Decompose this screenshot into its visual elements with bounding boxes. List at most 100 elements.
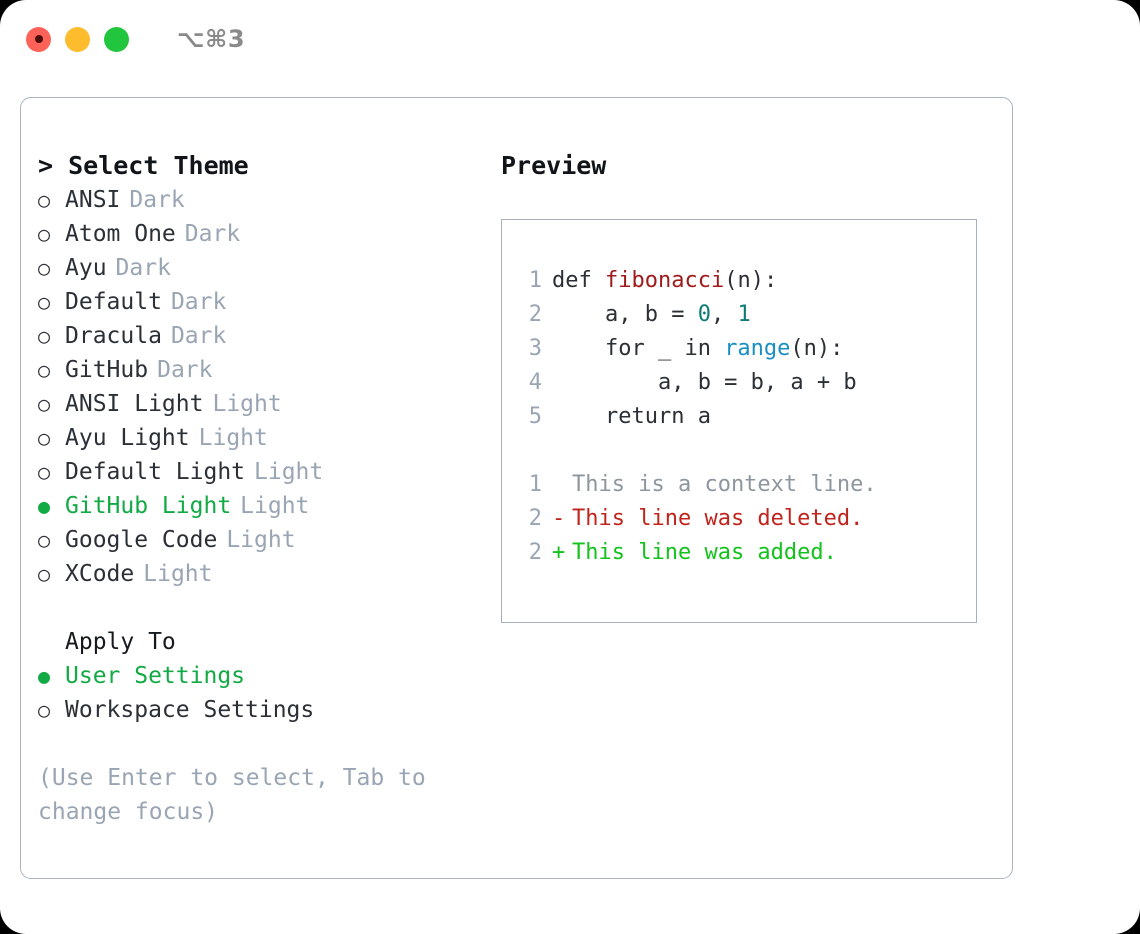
code-token-plain: return a (552, 404, 711, 429)
theme-option-label: GitHub Light (65, 493, 232, 519)
diff-text: This line was deleted. (572, 506, 864, 531)
diff-marker (552, 468, 572, 502)
radio-unselected-icon: ○ (38, 222, 51, 246)
diff-block: 1 This is a context line.2-This line was… (518, 468, 976, 570)
theme-option-label: GitHub (65, 357, 149, 383)
theme-option-label: Dracula (65, 323, 162, 349)
maximize-button-icon[interactable] (104, 26, 129, 52)
radio-unselected-icon: ○ (38, 324, 51, 348)
theme-option[interactable]: ○ GitHub Dark (38, 353, 478, 387)
radio-unselected-icon: ○ (38, 426, 51, 450)
code-line: 5 return a (518, 400, 976, 434)
diff-marker: + (552, 540, 566, 565)
theme-option[interactable]: ○ Default Light Light (38, 455, 478, 489)
theme-option-label: ANSI (65, 187, 121, 213)
select-theme-heading: > Select Theme (38, 151, 249, 180)
apply-to-option-label: User Settings (65, 663, 246, 689)
code-token-plain: (n): (790, 336, 844, 361)
theme-option-tag: Light (226, 527, 296, 553)
code-token-num: 0 (697, 302, 711, 327)
theme-option-tag: Dark (170, 289, 227, 315)
radio-selected-icon: ● (38, 494, 51, 518)
theme-option-label: ANSI Light (65, 391, 204, 417)
radio-unselected-icon: ○ (38, 460, 51, 484)
line-number: 1 (528, 472, 542, 497)
code-token-plain: for _ in (552, 336, 725, 361)
code-token-plain: def (552, 268, 605, 293)
radio-unselected-icon: ○ (38, 392, 51, 416)
diff-line-ctx: 1 This is a context line. (518, 468, 976, 502)
theme-option[interactable]: ○ Dracula Dark (38, 319, 478, 353)
theme-option-tag: Light (212, 391, 282, 417)
apply-to-option-label: Workspace Settings (65, 697, 315, 723)
diff-marker: - (552, 506, 566, 531)
apply-to-option[interactable]: ● User Settings (38, 659, 478, 693)
theme-option-label: Default Light (65, 459, 246, 485)
line-number: 5 (528, 404, 542, 429)
code-token-num: 1 (737, 302, 751, 327)
theme-option[interactable]: ○ Atom One Dark (38, 217, 478, 251)
theme-option-tag: Dark (115, 255, 171, 281)
close-button-icon[interactable] (26, 26, 51, 52)
theme-option-tag: Light (198, 425, 268, 451)
code-token-plain: a, b = (552, 302, 698, 327)
code-diff-spacer (518, 434, 976, 468)
theme-option[interactable]: ○ Ayu Light Light (38, 421, 478, 455)
radio-unselected-icon: ○ (38, 528, 51, 552)
theme-option[interactable]: ○ ANSI Light Light (38, 387, 478, 421)
title-bar: ⌥⌘3 (0, 0, 1140, 78)
keyboard-hint-text: (Use Enter to select, Tab to change focu… (38, 765, 426, 825)
code-line: 2 a, b = 0, 1 (518, 298, 976, 332)
preview-heading: Preview (501, 151, 607, 180)
theme-option[interactable]: ○ Default Dark (38, 285, 478, 319)
diff-line-add: 2+This line was added. (518, 536, 976, 570)
radio-unselected-icon: ○ (38, 562, 51, 586)
diff-text: This is a context line. (572, 472, 877, 497)
window-controls (26, 26, 129, 52)
diff-text: This line was added. (572, 540, 837, 565)
radio-unselected-icon: ○ (38, 290, 51, 314)
theme-option-tag: Light (143, 561, 213, 587)
theme-option-label: Google Code (65, 527, 218, 553)
radio-unselected-icon: ○ (38, 256, 51, 280)
theme-option[interactable]: ○ Ayu Dark (38, 251, 478, 285)
code-token-built: range (724, 336, 791, 361)
apply-to-heading: Apply To (65, 629, 176, 655)
line-number: 3 (528, 336, 542, 361)
theme-option-tag: Dark (170, 323, 227, 349)
line-number: 4 (528, 370, 542, 395)
theme-option-label: Atom One (65, 221, 176, 247)
code-token-plain: (n): (724, 268, 778, 293)
apply-to-option[interactable]: ○Workspace Settings (38, 693, 478, 727)
theme-option-label: Ayu (65, 255, 107, 281)
code-token-plain: a, b = b, a + b (552, 370, 857, 395)
theme-option-label: Default (65, 289, 162, 315)
code-token-plain: , (710, 302, 738, 327)
radio-unselected-icon: ○ (38, 358, 51, 382)
code-line: 3 for _ in range(n): (518, 332, 976, 366)
theme-option[interactable]: ○ Google Code Light (38, 523, 478, 557)
radio-unselected-icon: ○ (38, 188, 51, 212)
line-number: 2 (528, 302, 542, 327)
line-number: 2 (528, 506, 542, 531)
theme-option-tag: Dark (157, 357, 213, 383)
radio-selected-icon: ● (38, 664, 51, 688)
code-token-fn: fibonacci (604, 268, 725, 293)
theme-option-tag: Light (254, 459, 324, 485)
apply-to-list: ● User Settings ○Workspace Settings (38, 659, 478, 727)
diff-line-del: 2-This line was deleted. (518, 502, 976, 536)
minimize-button-icon[interactable] (65, 26, 90, 52)
theme-option-tag: Dark (184, 221, 241, 247)
theme-option-label: Ayu Light (65, 425, 190, 451)
